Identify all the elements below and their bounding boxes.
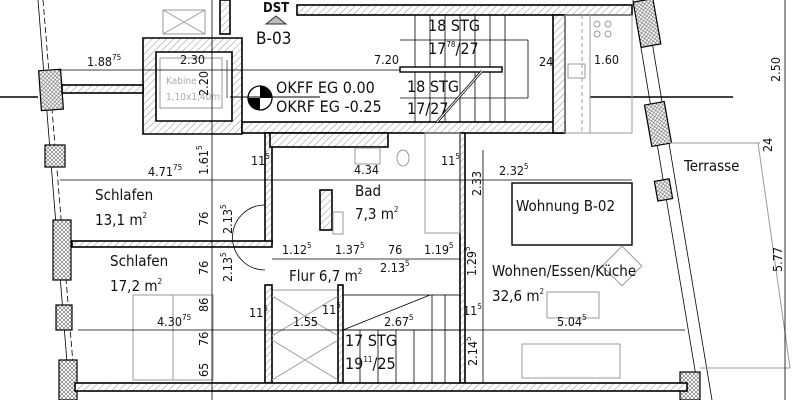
dim-label: 1.125 [282,241,312,257]
okrf-level: OKRF EG -0.25 [276,97,382,116]
dim-label: 76 [196,332,211,346]
wardrobe [132,294,174,381]
dim-label: 76 [388,242,402,257]
dim-label: 2.33 [469,171,484,196]
apartment-label: Wohnung B-02 [516,197,615,215]
dim-label: 2.145 [464,336,480,366]
dim-label: 2.135 [219,204,235,234]
dim-label: 24 [760,138,775,152]
armchair [601,245,643,287]
living-room-name: Wohnen/Essen/Küche [492,262,636,280]
dim-label: 2.135 [380,259,410,275]
dimension-lines [58,0,685,400]
stair-ratio-bottom: 1911/25 [345,354,396,373]
elevator-shaft: Kabine 1,10x1,40m [142,37,243,135]
shaft-opening [162,9,206,35]
elevator-cabin-label: Kabine [166,76,197,87]
apartment-label-box [511,182,633,246]
bathroom-name: Bad [355,182,381,200]
dim-label: 2.20 [196,71,211,96]
dim-label: 1.615 [195,145,211,175]
hallway-label: Flur 6,7 m2 [289,267,362,285]
dim-label: 2.30 [180,52,205,67]
dim-label: 1.375 [335,241,365,257]
stair-steps-bottom: 17 STG [345,331,397,350]
dim-label: 5.045 [557,313,587,329]
unit-label: B-03 [256,29,291,49]
dim-label: 2.50 [768,57,783,82]
dim-label: 4.7175 [148,163,182,179]
dim-label: 1.60 [594,52,619,67]
dim-label: 1.55 [293,314,318,329]
door-swing [232,204,266,271]
bedroom1-name: Schlafen [95,186,153,204]
triangle-marker-icon [264,15,288,25]
elevator-cabin-size: 1,10x1,40m [166,92,220,103]
dim-label: 7.20 [374,52,399,67]
stair-steps-lower: 18 STG [407,77,459,96]
stair-ratio-lower: 17/27 [407,99,448,118]
dim-label: 115 [322,301,341,317]
dim-label: 2.135 [219,252,235,282]
dim-label: 5.77 [770,247,785,272]
bedroom2-area: 17,2 m2 [110,277,162,295]
left-exterior-wall [37,0,78,400]
stair-ratio-upper: 1778/27 [428,39,479,58]
bedroom-partition-wall [71,240,273,248]
living-room-area: 32,6 m2 [492,287,544,305]
dim-label: 115 [441,152,460,168]
kitchen-counter [564,14,633,134]
dim-label: 115 [463,302,482,318]
bedroom2-name: Schlafen [110,252,168,270]
dim-label: 1.195 [424,241,454,257]
okff-level: OKFF EG 0.00 [276,78,375,97]
wall-elevator-left [61,84,144,94]
dim-label: 76 [196,261,211,275]
sofa [521,343,621,379]
level-marker-icon [247,85,273,111]
dim-label: 115 [249,304,268,320]
terrace-label: Terrasse [683,157,739,175]
bathroom [264,132,466,384]
dim-label: 115 [251,152,270,168]
dim-label: 24 [539,54,553,69]
dim-label: 2.325 [499,162,529,178]
dim-label: 1.8875 [87,53,121,69]
bathroom-area: 7,3 m2 [355,205,398,223]
stair-steps-upper: 18 STG [428,16,480,35]
coffee-table [546,291,600,319]
dim-label: 4.3075 [157,313,191,329]
dim-label: 1.295 [463,246,479,276]
dim-label: 4.34 [354,162,379,177]
dim-label: 76 [196,212,211,226]
dim-label: 86 [196,298,211,312]
dst-label: DST [263,1,289,16]
bedroom1-area: 13,1 m2 [95,211,147,229]
right-exterior-wall [632,0,713,400]
dim-label: 2.675 [384,313,414,329]
dimension-labels: 1.8875 2.30 2.20 7.20 24 1.60 2.50 24 4.… [87,52,785,377]
bottom-wall [74,382,688,392]
dim-label: 65 [196,363,211,377]
stair-handrail [399,66,503,73]
